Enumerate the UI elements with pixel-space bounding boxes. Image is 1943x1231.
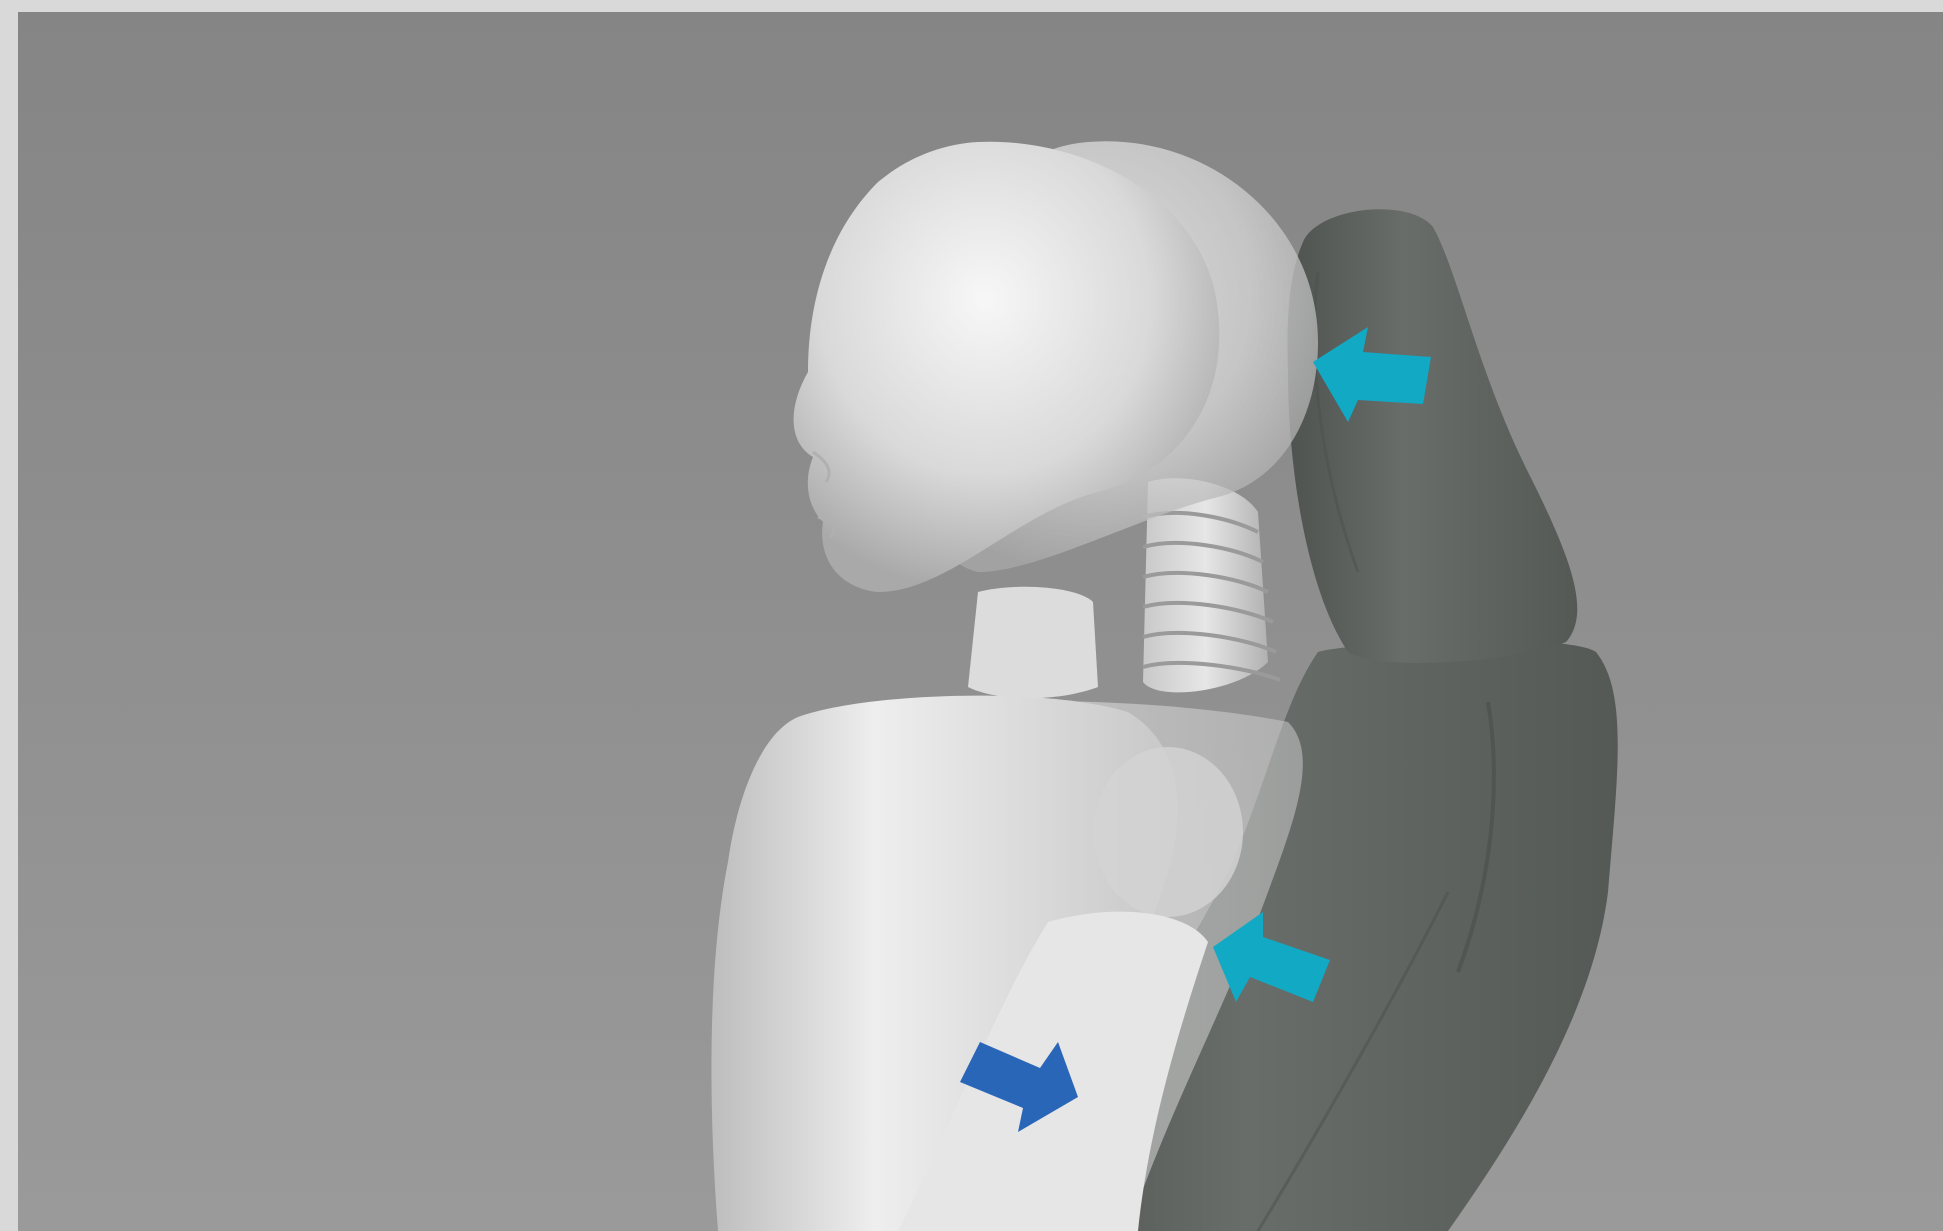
figure-neck xyxy=(968,587,1098,698)
seat-headrest xyxy=(1288,209,1578,663)
seat-illustration xyxy=(18,12,1943,1231)
illustration-scene xyxy=(18,12,1943,1231)
